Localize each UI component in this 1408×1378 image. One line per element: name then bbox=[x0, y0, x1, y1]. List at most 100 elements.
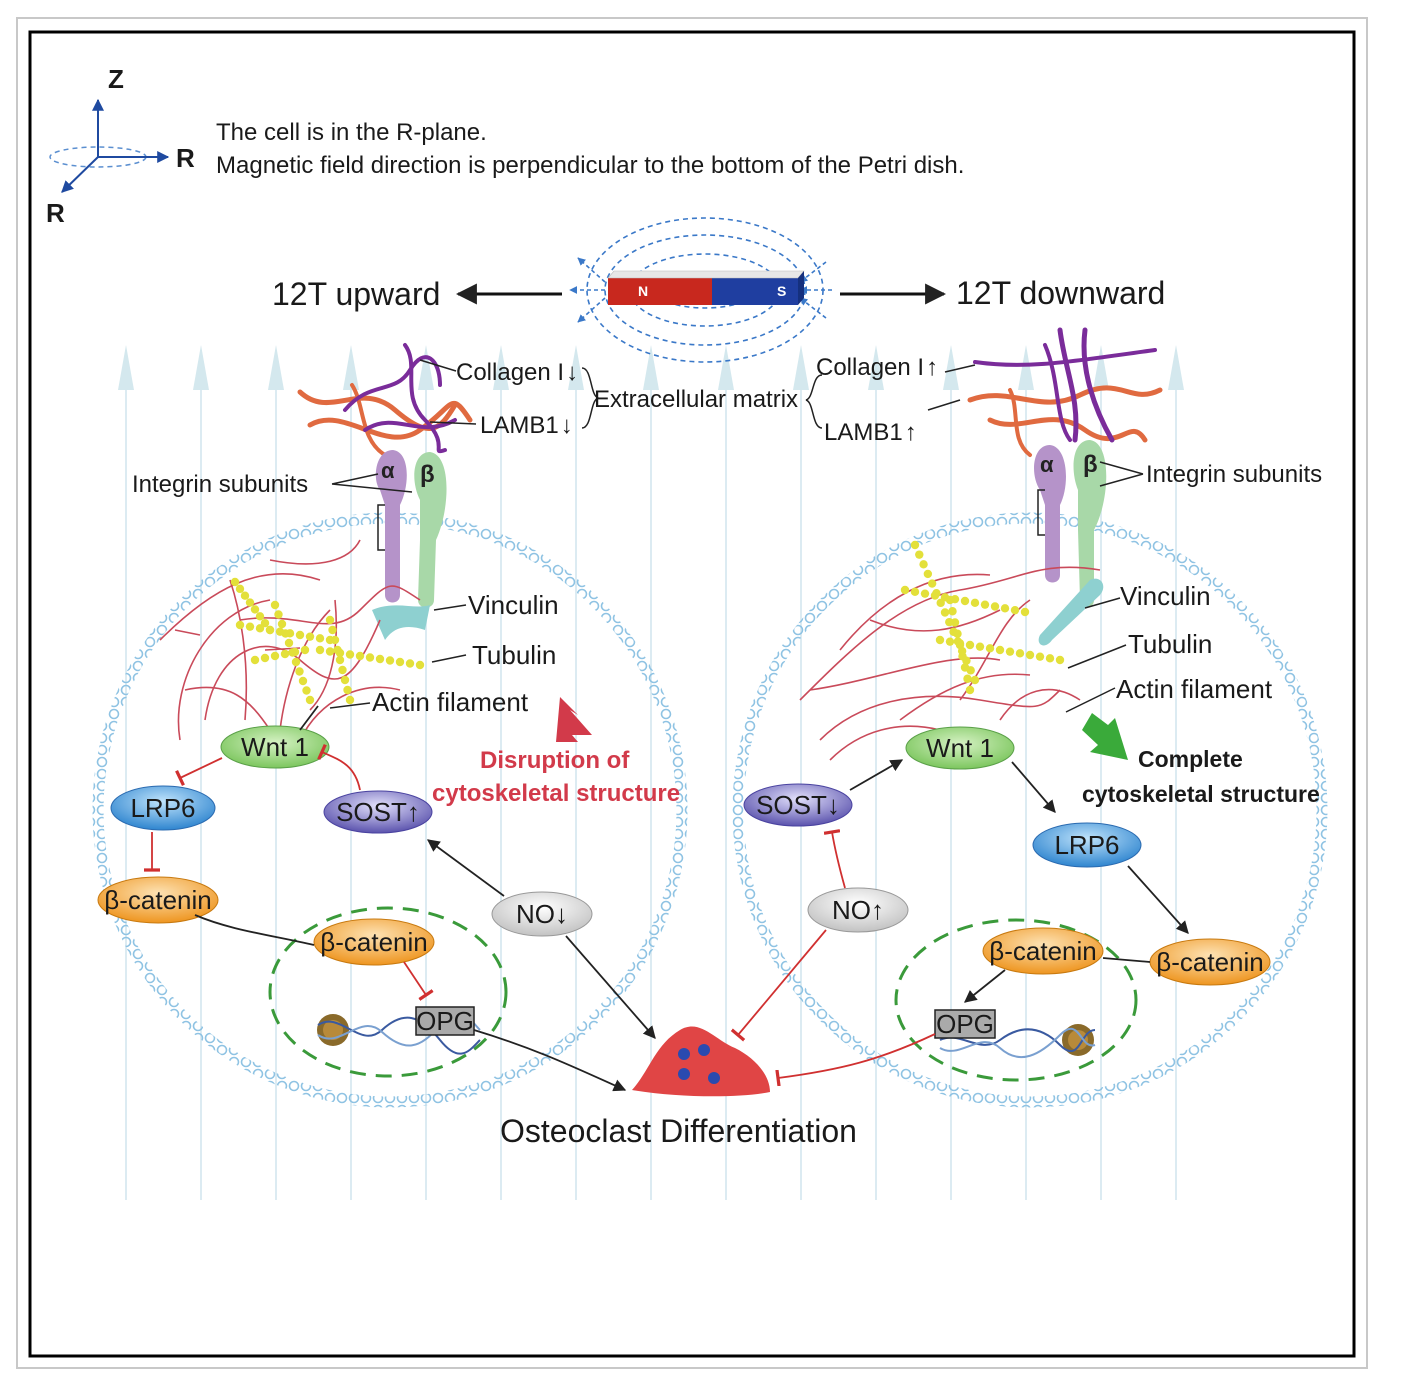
left-pathway-edges bbox=[143, 705, 656, 1092]
right-sost-node: SOST↓ bbox=[743, 783, 853, 827]
tubulin-dot bbox=[277, 619, 287, 629]
tubulin-dot bbox=[315, 645, 325, 655]
tubulin-dot bbox=[355, 651, 365, 661]
tubulin-dot bbox=[1010, 605, 1020, 615]
left-no-node: NO↓ bbox=[491, 891, 593, 937]
right-collagen-change: ↑ bbox=[926, 354, 938, 381]
tubulin-dot bbox=[940, 608, 950, 617]
left-actin-filaments bbox=[159, 539, 421, 741]
axis-z-label: Z bbox=[108, 64, 124, 94]
tubulin-dot bbox=[945, 637, 955, 646]
left-ecm-fibers bbox=[297, 343, 473, 457]
tubulin-dot bbox=[305, 632, 315, 641]
tubulin-dot bbox=[240, 591, 250, 600]
left-wnt1-node: Wnt 1 bbox=[220, 725, 330, 769]
tubulin-dot bbox=[270, 651, 280, 661]
right-opg-box: OPG bbox=[934, 1009, 996, 1039]
tubulin-dot bbox=[948, 607, 957, 616]
tubulin-dot bbox=[919, 560, 928, 569]
tubulin-dot bbox=[245, 622, 255, 631]
tubulin-dot bbox=[365, 653, 375, 662]
axis-r-right-label: R bbox=[176, 143, 195, 173]
left-opg-label: OPG bbox=[416, 1006, 474, 1036]
left-wnt1-label: Wnt 1 bbox=[241, 732, 309, 762]
right-bcatenin-nuc-label: β-catenin bbox=[989, 936, 1096, 966]
right-sost-label: SOST↓ bbox=[756, 790, 840, 820]
tubulin-dot bbox=[1005, 647, 1015, 656]
tubulin-dot bbox=[335, 648, 345, 658]
left-bcatenin-cyto-node: β-catenin bbox=[97, 876, 219, 924]
right-actin-label: Actin filament bbox=[1116, 674, 1273, 704]
tubulin-dot bbox=[300, 645, 310, 655]
left-sost-node: SOST↑ bbox=[323, 790, 433, 834]
tubulin-dot bbox=[935, 635, 945, 645]
tubulin-dot bbox=[260, 618, 270, 628]
tubulin-dot bbox=[955, 640, 965, 650]
field-line-arrowhead bbox=[718, 345, 734, 390]
tubulin-dot bbox=[965, 685, 975, 695]
right-integrin-subunits-label: Integrin subunits bbox=[1146, 461, 1322, 488]
tubulin-dot bbox=[1015, 649, 1025, 658]
left-lrp6-label: LRP6 bbox=[130, 793, 195, 823]
left-lamb1-label: LAMB1↓ bbox=[480, 412, 573, 439]
tubulin-dot bbox=[985, 644, 995, 653]
left-collagen-label: Collagen I↓ bbox=[456, 359, 578, 386]
tubulin-dot bbox=[915, 550, 924, 559]
tubulin-dot bbox=[1000, 604, 1010, 613]
right-wnt1-label: Wnt 1 bbox=[926, 733, 994, 763]
tubulin-dot bbox=[375, 654, 385, 664]
field-line-arrowhead bbox=[568, 345, 584, 390]
tubulin-dot bbox=[385, 656, 395, 665]
tubulin-dot bbox=[1055, 655, 1065, 665]
inner-frame bbox=[28, 30, 1356, 1358]
left-lrp6-node: LRP6 bbox=[110, 785, 216, 831]
right-no-label: NO↑ bbox=[832, 895, 884, 925]
left-integrin-subunits-label: Integrin subunits bbox=[132, 471, 308, 498]
left-bcatenin-cyto-label: β-catenin bbox=[104, 885, 211, 915]
right-lrp6-node: LRP6 bbox=[1032, 822, 1142, 868]
right-ecm-fibers bbox=[967, 327, 1163, 457]
tubulin-dot bbox=[345, 650, 355, 659]
tubulin-dot bbox=[960, 596, 970, 606]
left-integrin: α β bbox=[372, 450, 447, 640]
tubulin-dot bbox=[910, 587, 920, 597]
tubulin-dot bbox=[990, 602, 1000, 611]
tubulin-dot bbox=[281, 629, 290, 638]
tubulin-dot bbox=[274, 610, 283, 619]
right-dna-icon bbox=[939, 1024, 1096, 1059]
tubulin-dot bbox=[395, 657, 405, 667]
right-wnt1-node: Wnt 1 bbox=[905, 726, 1015, 770]
field-line-arrowhead bbox=[343, 345, 359, 390]
tubulin-dot bbox=[335, 655, 345, 665]
right-no-node: NO↑ bbox=[807, 887, 909, 933]
field-line-arrowhead bbox=[268, 345, 284, 390]
tubulin-dot bbox=[980, 600, 990, 609]
left-actin-label: Actin filament bbox=[372, 687, 529, 717]
right-integrin-alpha: α bbox=[1040, 452, 1054, 477]
left-note-line-1: Disruption of bbox=[480, 747, 630, 774]
title-12t-downward: 12T downward bbox=[956, 275, 1165, 311]
tubulin-dot bbox=[970, 598, 980, 608]
right-tubulin-dots bbox=[900, 540, 1065, 695]
left-vinculin-label: Vinculin bbox=[468, 590, 559, 620]
magnet-south-label: S bbox=[777, 283, 786, 299]
right-integrin-beta: β bbox=[1083, 451, 1098, 478]
osteoclast-cell bbox=[632, 1026, 770, 1097]
right-cell: α β Collagen I↑ LAMB1↑ Extracellular mat… bbox=[594, 327, 1328, 1108]
coordinate-axes: Z R R bbox=[46, 64, 195, 228]
axis-r-down-label: R bbox=[46, 198, 65, 228]
tubulin-dot bbox=[295, 630, 305, 640]
osteoclast-label: Osteoclast Differentiation bbox=[500, 1113, 857, 1149]
tubulin-dot bbox=[945, 595, 955, 605]
tubulin-dot bbox=[325, 615, 335, 625]
tubulin-dot bbox=[280, 649, 290, 659]
tubulin-dot bbox=[995, 645, 1005, 655]
tubulin-dot bbox=[1035, 652, 1045, 661]
right-note-line-2: cytoskeletal structure bbox=[1082, 781, 1320, 807]
tubulin-dot bbox=[315, 634, 325, 643]
tubulin-dot bbox=[298, 676, 308, 686]
tubulin-dot bbox=[340, 675, 350, 685]
left-lamb1-change: ↓ bbox=[561, 412, 573, 439]
tubulin-dot bbox=[330, 635, 340, 645]
field-line-arrowhead bbox=[1018, 345, 1034, 390]
